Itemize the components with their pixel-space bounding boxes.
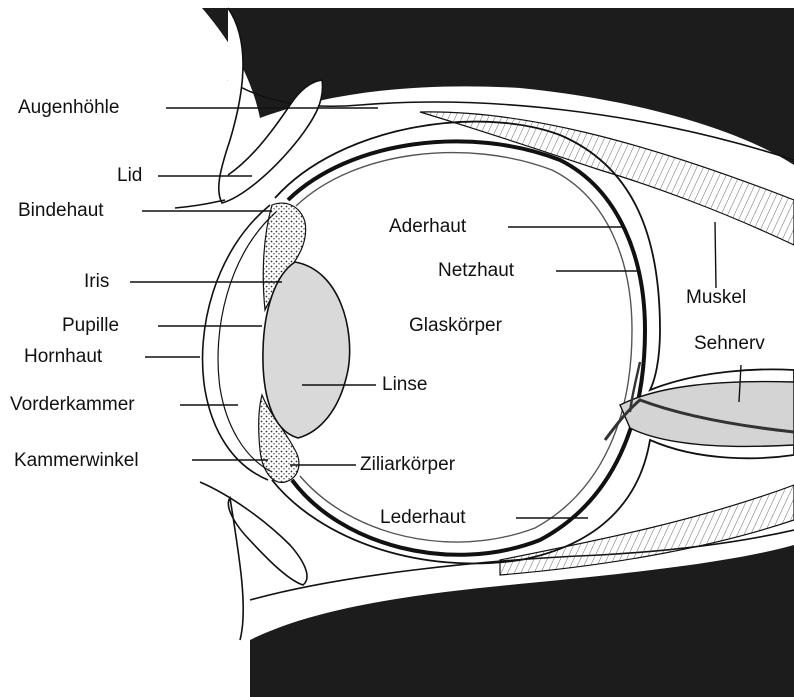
label-pupille: Pupille (62, 315, 119, 337)
eyelid-margin (175, 200, 225, 208)
lower-eyelid (200, 482, 307, 640)
label-lid: Lid (117, 165, 142, 187)
label-glaskoerper: Glaskörper (409, 315, 502, 337)
label-vorderkammer: Vorderkammer (10, 394, 135, 416)
label-sehnerv: Sehnerv (694, 333, 765, 355)
label-iris: Iris (84, 271, 109, 293)
label-netzhaut: Netzhaut (438, 260, 514, 282)
label-linse: Linse (382, 374, 427, 396)
label-augenhoehle: Augenhöhle (18, 97, 119, 119)
label-hornhaut: Hornhaut (24, 346, 102, 368)
label-ziliarkoerper: Ziliarkörper (360, 454, 455, 476)
label-bindehaut: Bindehaut (18, 200, 104, 222)
label-muskel: Muskel (686, 287, 746, 309)
lens (263, 262, 350, 438)
optic-nerve (620, 382, 794, 447)
label-lederhaut: Lederhaut (380, 507, 466, 529)
label-aderhaut: Aderhaut (389, 216, 466, 238)
label-kammerwinkel: Kammerwinkel (14, 450, 139, 472)
